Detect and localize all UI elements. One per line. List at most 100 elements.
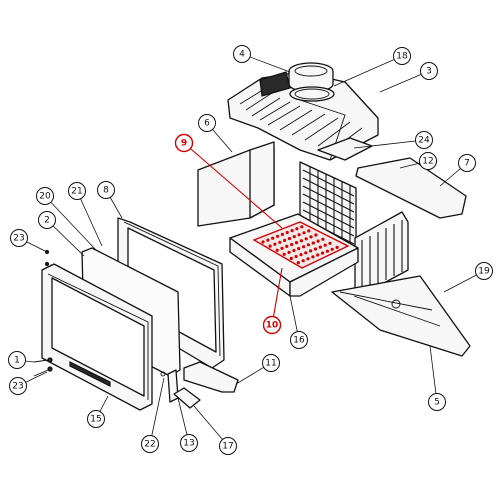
callout-label: 4 [239, 50, 245, 60]
callout-circle [233, 45, 251, 63]
callout-circle [428, 393, 446, 411]
front-door [41, 263, 153, 411]
grate-hole [285, 230, 289, 235]
callout-circle [415, 131, 433, 149]
grate-hole [309, 249, 313, 253]
callout-label: 1 [14, 356, 20, 366]
callout-circle [419, 152, 437, 170]
grate-hole [304, 251, 308, 255]
callout-18: 18 [393, 47, 411, 65]
callout-label: 15 [90, 415, 101, 425]
flue-collar [288, 62, 334, 93]
callout-circle [219, 437, 237, 455]
deflector-plate [355, 157, 467, 219]
callout-circle [475, 262, 493, 280]
grate-hole [278, 240, 282, 244]
grate-hole [280, 232, 284, 236]
leader-5 [429, 345, 438, 403]
leader-22 [149, 377, 165, 445]
callout-label: 7 [464, 159, 470, 169]
grate-hole [311, 241, 315, 245]
grate-hole [287, 250, 291, 254]
callout-label: 2 [44, 216, 50, 226]
callout-circle [262, 354, 280, 372]
callout-9: 9 [174, 133, 194, 153]
callout-label: 8 [103, 186, 109, 196]
grate-hole [320, 251, 325, 255]
callout-circle [174, 133, 194, 153]
grate-hole [294, 254, 298, 259]
grate-hole [268, 244, 272, 248]
callout-label: 3 [426, 67, 432, 77]
grate-hole [276, 234, 280, 238]
callout-circle [8, 351, 26, 369]
callout-circle [393, 47, 411, 65]
callout-15: 15 [87, 410, 105, 428]
callout-24: 24 [415, 131, 433, 149]
callout-1: 1 [8, 351, 26, 369]
grate-hole [299, 239, 303, 243]
grate-hole [314, 233, 318, 237]
grate-hole [261, 240, 265, 244]
callout-circle [97, 181, 115, 199]
callout-11: 11 [262, 354, 280, 372]
grate-hole [292, 235, 296, 239]
callout-8: 8 [97, 181, 115, 199]
grate-hole [302, 245, 306, 249]
callout-label: 17 [222, 442, 233, 452]
grate-hole [306, 243, 310, 247]
callout-circle [10, 229, 28, 247]
callout-circle [262, 315, 282, 335]
grate-hole [296, 261, 300, 265]
callout-22: 22 [141, 435, 159, 453]
callout-2: 2 [38, 211, 56, 229]
callout-circle [290, 331, 308, 349]
grate-hole [318, 245, 322, 249]
callout-circle [68, 182, 86, 200]
grate-hole [282, 252, 286, 256]
callout-circle [198, 114, 216, 132]
grate-hole [299, 253, 303, 257]
grate-hole [309, 235, 313, 239]
callout-circle [420, 62, 438, 80]
grate-hole [300, 225, 304, 229]
callout-label: 21 [71, 187, 82, 197]
grate-hole [301, 259, 305, 263]
grate-hole [295, 227, 299, 231]
side-panel [197, 141, 275, 227]
grate-hole [294, 241, 299, 245]
leader-9 [183, 142, 283, 229]
callout-label: 20 [39, 192, 51, 202]
callout-20: 20 [36, 187, 54, 205]
callout-circle [141, 435, 159, 453]
callout-label: 11 [265, 359, 276, 369]
callout-21: 21 [68, 182, 86, 200]
grate-hole [283, 238, 287, 242]
callout-circle [36, 187, 54, 205]
grate-hole [316, 239, 320, 243]
callout-label: 13 [183, 439, 194, 449]
grate-hole [285, 244, 289, 248]
callout-label: 12 [422, 157, 433, 167]
callout-circle [87, 410, 105, 428]
callout-label: 23 [12, 382, 23, 392]
callout-label: 24 [418, 136, 430, 146]
callout-7: 7 [458, 154, 476, 172]
callout-6: 6 [198, 114, 216, 132]
callout-circle [458, 154, 476, 172]
grate-hole [323, 243, 327, 247]
callout-label: 19 [478, 267, 490, 277]
grate-hole [302, 231, 306, 235]
grate-hole [287, 236, 292, 241]
callout-19: 19 [475, 262, 493, 280]
ash-rail [331, 275, 471, 357]
grate-hole [297, 247, 301, 251]
bottom-trim [183, 361, 239, 393]
grate-hole [266, 238, 270, 242]
callout-17: 17 [219, 437, 237, 455]
callout-label: 6 [204, 119, 210, 129]
callout-label: 23 [13, 234, 24, 244]
grate-hole [271, 236, 275, 240]
